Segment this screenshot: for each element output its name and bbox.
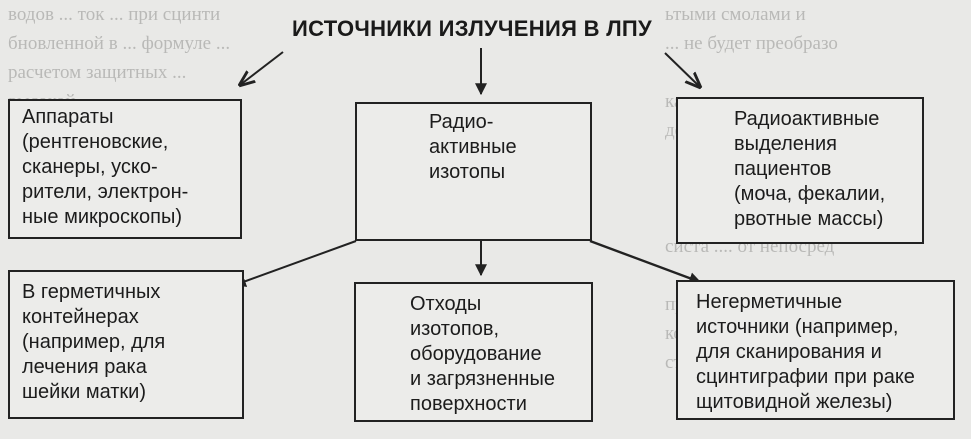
node-unsealed-sources: Негерметичные источники (например, для с… [676, 280, 955, 420]
arrow-isotopes-to-sealed [233, 240, 357, 287]
node-isotope-waste: Отходы изотопов, оборудование и загрязне… [354, 282, 593, 422]
node-patient-excretions: Радиоактивные выделения пациентов (моча,… [676, 97, 924, 244]
arrow-isotopes-to-unsealed [589, 239, 702, 284]
arrow-title-to-patient-excretions [664, 52, 700, 87]
arrow-title-to-devices [240, 51, 284, 85]
diagram-title: ИСТОЧНИКИ ИЗЛУЧЕНИЯ В ЛПУ [288, 16, 657, 42]
node-sealed-containers: В герметичных контейнерах (например, для… [8, 270, 244, 419]
node-devices: Аппараты (рентгеновские, сканеры, уско- … [8, 99, 242, 239]
node-radioactive-isotopes: Радио- активные изотопы [355, 102, 592, 241]
